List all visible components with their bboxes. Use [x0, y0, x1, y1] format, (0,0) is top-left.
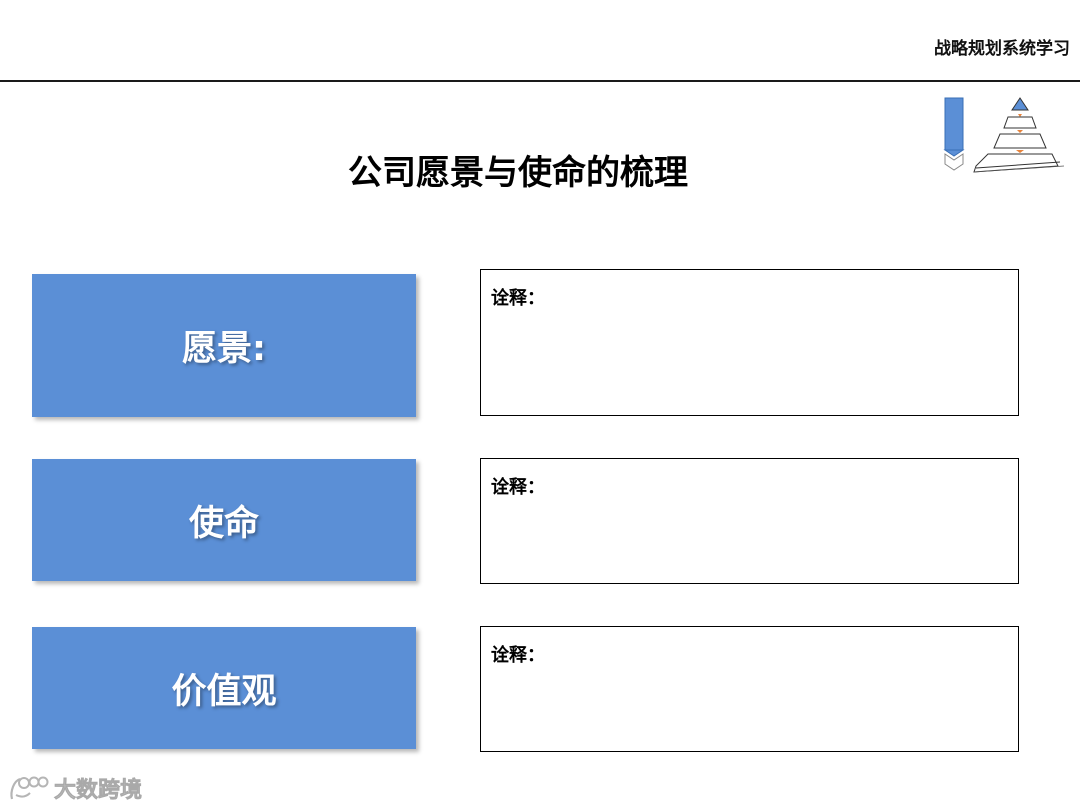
values-note-label: 诠释： [491, 645, 545, 666]
mission-label: 使命 [188, 503, 259, 544]
values-note-box[interactable]: 诠释： [480, 626, 1019, 752]
vision-note-label: 诠释： [491, 288, 545, 309]
brand-logo-icon [10, 776, 49, 800]
header-title: 战略规划系统学习 [934, 39, 1070, 59]
values-label-box: 价值观 [32, 627, 416, 749]
vision-label: 愿景: [182, 329, 266, 369]
vision-label-box: 愿景: [32, 274, 416, 417]
header-divider [0, 80, 1080, 82]
pyramid-logo-icon [943, 97, 1065, 173]
values-label: 价值观 [171, 671, 277, 712]
watermark: 大数跨境 [8, 772, 142, 804]
watermark-text: 大数跨境 [54, 778, 143, 804]
page-title: 公司愿景与使命的梳理 [348, 153, 688, 193]
vision-note-box[interactable]: 诠释： [480, 269, 1019, 416]
mission-note-label: 诠释： [491, 477, 545, 498]
mission-label-box: 使命 [32, 459, 416, 581]
mission-note-box[interactable]: 诠释： [480, 458, 1019, 584]
